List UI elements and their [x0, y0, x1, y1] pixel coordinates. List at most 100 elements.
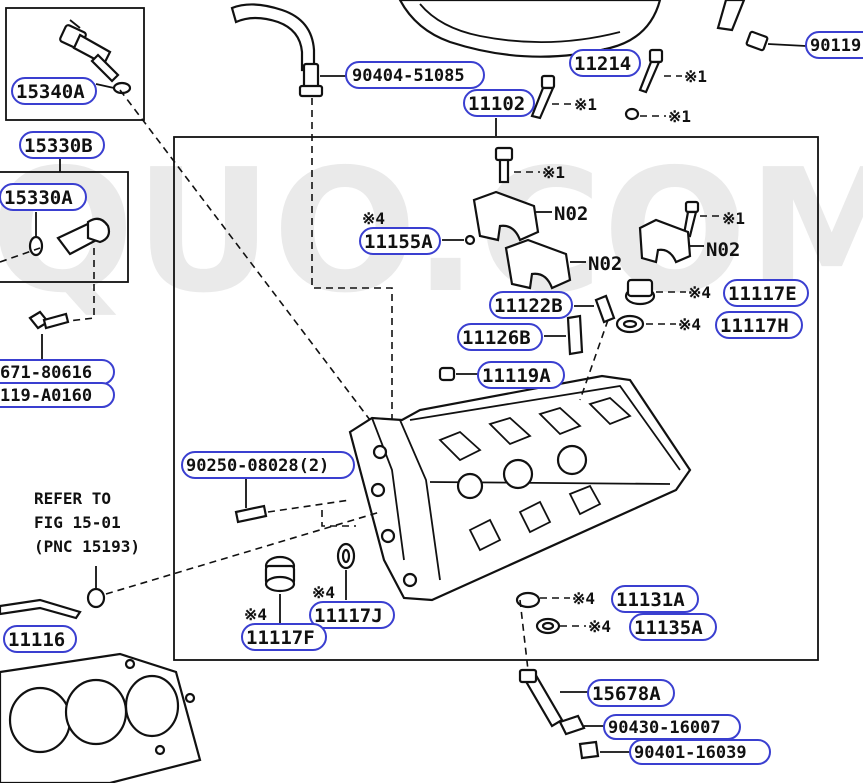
dowel-pin-icon [234, 504, 268, 524]
svg-text:11119A: 11119A [482, 365, 551, 387]
cam-position-sensor-icon [28, 217, 111, 257]
camshaft-cap-icon [472, 190, 692, 290]
label-11126B[interactable]: 11126B [457, 323, 543, 351]
label-11117J[interactable]: 11117J [309, 601, 395, 629]
dash-valve-to-head [119, 89, 371, 421]
dash-stud-to-head [311, 98, 393, 420]
svg-text:11117H: 11117H [720, 315, 789, 337]
refer-plug-icon [86, 587, 106, 609]
note-x4-11117H: ※4 [678, 315, 701, 334]
note-x4-11117J: ※4 [312, 583, 335, 602]
label-15330A[interactable]: 15330A [0, 183, 87, 211]
refer-text-line3: (PNC 15193) [34, 537, 140, 556]
note-x1-washer: ※1 [668, 107, 691, 126]
note-x1-cover-bolt: ※1 [684, 67, 707, 86]
plug-icon [615, 278, 656, 334]
svg-text:11155A: 11155A [364, 231, 433, 253]
washer-icon [624, 107, 640, 121]
dash-tube-to-head [579, 319, 609, 401]
leader-15340A [95, 83, 115, 89]
svg-text:11131A: 11131A [616, 589, 685, 611]
label-90119[interactable]: 90119 [805, 31, 863, 59]
note-x1-head-bolt: ※1 [574, 95, 597, 114]
oil-control-valve-icon [59, 19, 132, 95]
label-11122B[interactable]: 11122B [489, 291, 573, 319]
label-15678A[interactable]: 15678A [587, 679, 675, 707]
svg-text:15330A: 15330A [4, 187, 73, 209]
seal-icon [515, 591, 561, 635]
note-x4-11117E: ※4 [688, 283, 711, 302]
svg-text:15330B: 15330B [24, 135, 93, 157]
label-n02-a: N02 [554, 203, 588, 225]
svg-text:11117E: 11117E [728, 283, 797, 305]
dash-dowel [267, 499, 351, 513]
label-11214[interactable]: 11214 [569, 49, 641, 77]
head-plug-icon [264, 555, 296, 593]
label-671-80616[interactable]: 671-80616 [0, 359, 115, 385]
label-15340A[interactable]: 15340A [11, 77, 97, 105]
head-cover-icon [398, 0, 662, 58]
svg-text:11117J: 11117J [314, 605, 383, 627]
label-11117H[interactable]: 11117H [715, 311, 803, 339]
gasket-edge-icon [0, 598, 82, 620]
ball-icon [464, 234, 476, 246]
breather-hose-icon [230, 3, 316, 72]
svg-text:90119: 90119 [810, 36, 861, 56]
svg-text:11117F: 11117F [246, 627, 315, 649]
stud-bolt-icon [298, 62, 324, 98]
label-11102[interactable]: 11102 [463, 89, 535, 117]
note-x4-11135A: ※4 [588, 617, 611, 636]
svg-text:90250-08028(2): 90250-08028(2) [186, 456, 329, 476]
svg-text:15678A: 15678A [592, 683, 661, 705]
note-x4-11117F: ※4 [244, 605, 267, 624]
label-119-A0160[interactable]: 119-A0160 [0, 382, 115, 408]
label-11117E[interactable]: 11117E [723, 279, 809, 307]
label-n02-b: N02 [588, 253, 622, 275]
sensor-frame [0, 171, 129, 283]
label-11155A[interactable]: 11155A [359, 227, 441, 255]
note-x4-11155A: ※4 [362, 209, 385, 228]
o-ring-icon [336, 542, 356, 570]
cap-bolt-icon [494, 146, 514, 184]
svg-text:15340A: 15340A [16, 81, 85, 103]
label-90250-08028[interactable]: 90250-08028(2) [181, 451, 355, 479]
svg-text:11122B: 11122B [494, 295, 563, 317]
bracket-icon [716, 0, 769, 52]
cap-bolt-right-icon [682, 200, 700, 238]
svg-text:90401-16039: 90401-16039 [634, 743, 747, 763]
small-plug-icon [438, 366, 456, 382]
label-11131A[interactable]: 11131A [611, 585, 699, 613]
tube-icon [566, 294, 616, 356]
svg-text:11135A: 11135A [634, 617, 703, 639]
refer-text-line2: FIG 15-01 [34, 513, 121, 532]
label-11119A[interactable]: 11119A [477, 361, 565, 389]
label-90430-16007[interactable]: 90430-16007 [603, 714, 741, 740]
label-11116[interactable]: 11116 [3, 625, 77, 653]
svg-text:90430-16007: 90430-16007 [608, 718, 721, 738]
svg-text:11126B: 11126B [462, 327, 531, 349]
label-11117F[interactable]: 11117F [241, 623, 327, 651]
main-frame [173, 136, 819, 661]
svg-text:90404-51085: 90404-51085 [352, 66, 465, 86]
label-90404-51085[interactable]: 90404-51085 [345, 61, 485, 89]
refer-text-line1: REFER TO [34, 489, 111, 508]
label-11135A[interactable]: 11135A [629, 613, 717, 641]
svg-text:671-80616: 671-80616 [0, 363, 92, 383]
head-gasket-icon [0, 652, 202, 783]
cover-bolt-icon [638, 48, 664, 94]
label-15330B[interactable]: 15330B [19, 131, 105, 159]
note-x1-cap-bolt-right: ※1 [722, 209, 745, 228]
svg-text:119-A0160: 119-A0160 [0, 386, 92, 406]
label-90401-16039[interactable]: 90401-16039 [629, 739, 771, 765]
oil-pipe-icon [518, 668, 600, 760]
svg-text:11214: 11214 [574, 53, 631, 75]
svg-text:11102: 11102 [468, 93, 525, 115]
label-n02-c: N02 [706, 239, 740, 261]
leader-90119 [767, 43, 807, 47]
cylinder-head-icon [348, 374, 692, 602]
dash-pin-box [321, 510, 356, 527]
note-x1-cap-bolt: ※1 [542, 163, 565, 182]
svg-text:11116: 11116 [8, 629, 65, 651]
note-x4-11131A: ※4 [572, 589, 595, 608]
